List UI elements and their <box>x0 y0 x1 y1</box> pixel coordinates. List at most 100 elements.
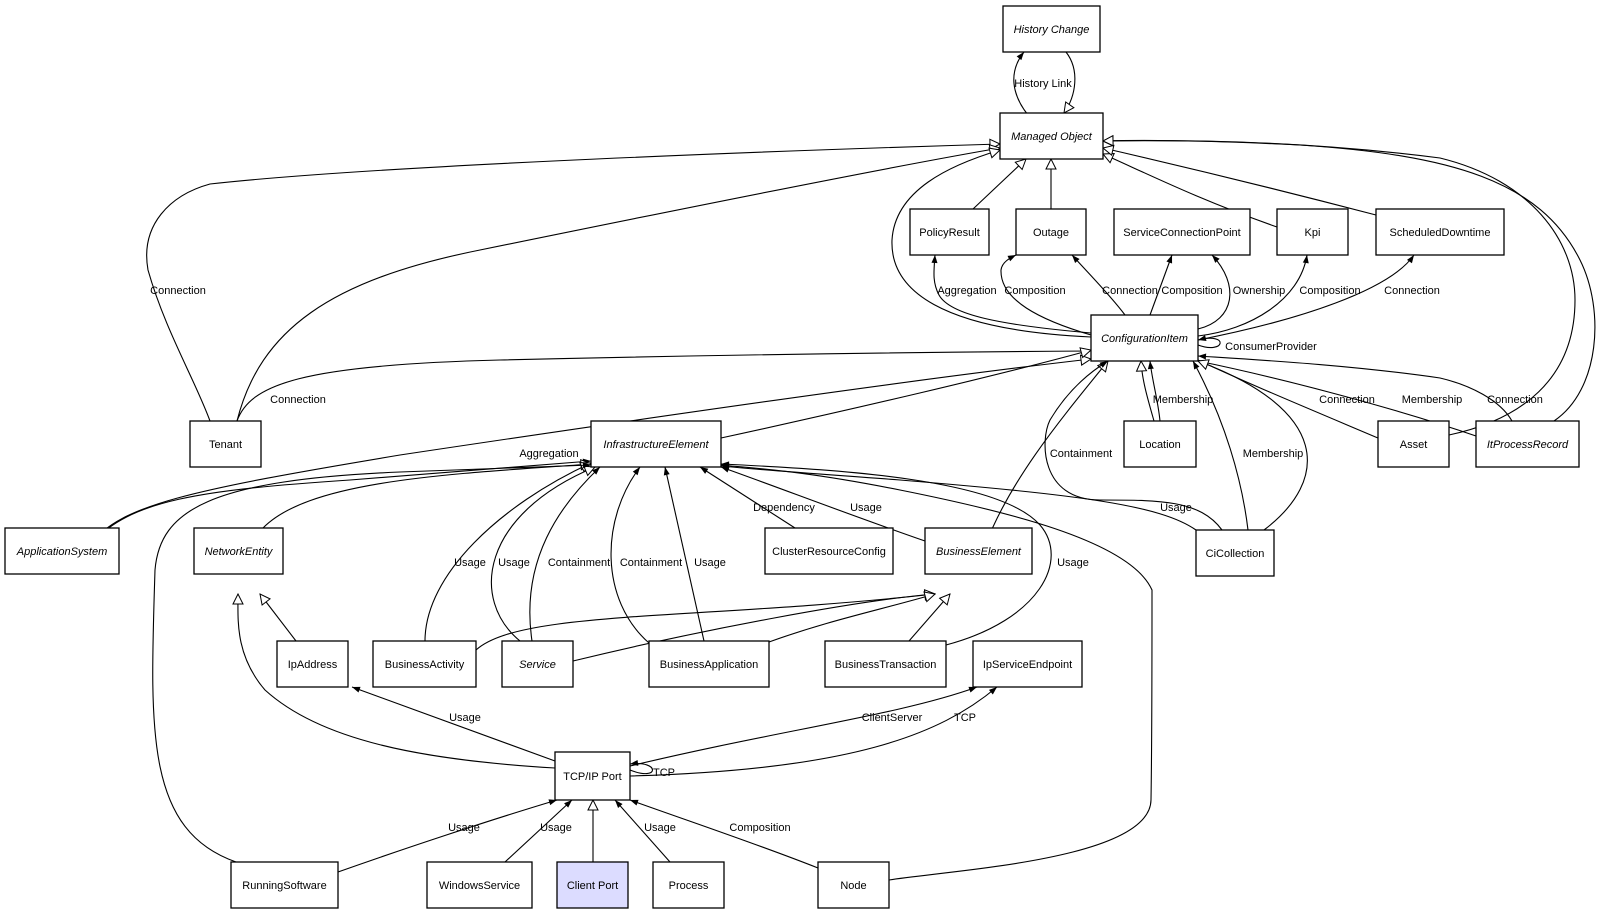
inheritance-arrow <box>891 150 1092 338</box>
class-box <box>924 527 1033 575</box>
class-node-tcp-ip-port[interactable]: TCP/IP Port <box>554 751 631 801</box>
class-node-service[interactable]: Service <box>501 640 574 688</box>
association-arrow <box>699 466 796 529</box>
inheritance-arrow <box>1103 140 1596 422</box>
association-arrow <box>1147 360 1161 422</box>
inheritance-arrow <box>972 159 1026 210</box>
class-box <box>764 527 894 575</box>
edge-tcp-ip-usage: Usage <box>351 686 556 762</box>
class-box <box>909 208 990 256</box>
edge-ba-usage: Usage <box>424 463 591 642</box>
class-node-application-system[interactable]: ApplicationSystem <box>4 527 120 575</box>
class-box <box>1113 208 1251 256</box>
class-node-asset[interactable]: Asset <box>1377 420 1450 468</box>
class-box <box>1090 314 1199 362</box>
class-node-policy-result[interactable]: PolicyResult <box>909 208 990 256</box>
class-node-windows-service[interactable]: WindowsService <box>426 861 533 909</box>
class-node-running-software[interactable]: RunningSoftware <box>230 861 339 909</box>
class-node-history-change[interactable]: History Change <box>1002 5 1101 53</box>
edge-bapp-containment: Containment <box>610 466 682 644</box>
association-arrow <box>236 348 1092 422</box>
association-arrow <box>720 463 1197 531</box>
class-node-network-entity[interactable]: NetworkEntity <box>193 527 284 575</box>
edge-label: Containment <box>1050 448 1112 460</box>
edge-label: Usage <box>850 502 882 514</box>
association-arrow <box>351 686 556 762</box>
edge-bt-to-be <box>908 594 950 642</box>
class-node-tenant[interactable]: Tenant <box>189 420 262 468</box>
class-node-node[interactable]: Node <box>817 861 890 909</box>
class-label: InfrastructureElement <box>603 439 709 451</box>
association-arrow <box>931 254 1092 334</box>
edge-ci-outage-connection: Connection <box>1071 254 1158 316</box>
association-arrow <box>1197 254 1309 337</box>
class-node-business-element[interactable]: BusinessElement <box>924 527 1033 575</box>
class-box <box>193 527 284 575</box>
association-arrow <box>1013 51 1029 116</box>
class-box <box>556 861 629 909</box>
inheritance-arrow <box>1064 51 1076 113</box>
edge-label: ClientServer <box>862 712 923 724</box>
association-arrow <box>720 461 1052 646</box>
inheritance-arrow <box>1103 148 1377 216</box>
class-node-business-application[interactable]: BusinessApplication <box>648 640 770 688</box>
edge-label: Connection <box>1102 285 1158 297</box>
class-node-business-activity[interactable]: BusinessActivity <box>372 640 477 688</box>
edge-label: Containment <box>620 557 682 569</box>
edge-ci-scp-composition: Composition <box>1149 254 1223 316</box>
edge-label: Connection <box>1384 285 1440 297</box>
class-node-ip-service-endpoint[interactable]: IpServiceEndpoint <box>972 640 1083 688</box>
class-node-ip-address[interactable]: IpAddress <box>276 640 349 688</box>
class-node-business-transaction[interactable]: BusinessTransaction <box>824 640 947 688</box>
edge-ci-sched-connection: Connection <box>1197 254 1440 341</box>
edge-label: Usage <box>1160 502 1192 514</box>
class-node-client-port[interactable]: Client Port <box>556 861 629 909</box>
class-box <box>817 861 890 909</box>
class-node-outage[interactable]: Outage <box>1015 208 1087 256</box>
edge-bt-usage: Usage <box>720 461 1089 646</box>
class-box <box>999 112 1104 160</box>
association-arrow <box>1149 254 1173 316</box>
edge-ci-kpi-composition: Composition <box>1197 254 1361 337</box>
class-node-cluster-resource-config[interactable]: ClusterResourceConfig <box>764 527 894 575</box>
class-node-it-process-record[interactable]: ItProcessRecord <box>1475 420 1580 468</box>
class-label: BusinessActivity <box>385 659 465 671</box>
association-arrow <box>663 466 705 642</box>
edge-label: Usage <box>498 557 530 569</box>
class-box <box>501 640 574 688</box>
inheritance-arrow <box>90 359 1091 545</box>
class-node-infrastructure-element[interactable]: InfrastructureElement <box>590 420 722 468</box>
class-node-scheduled-downtime[interactable]: ScheduledDowntime <box>1375 208 1505 256</box>
edge-tenant-ci-connection: Connection <box>236 348 1092 422</box>
edge-label: TCP <box>653 767 675 779</box>
class-label: ApplicationSystem <box>16 546 108 558</box>
edge-label: Usage <box>448 822 480 834</box>
association-arrow <box>152 462 592 863</box>
edge-be-to-ci <box>984 361 1108 547</box>
association-arrow <box>504 799 573 863</box>
class-label: Service <box>519 659 556 671</box>
association-arrow <box>1197 254 1415 341</box>
class-node-configuration-item[interactable]: ConfigurationItem <box>1090 314 1199 362</box>
class-node-managed-object[interactable]: Managed Object <box>999 112 1104 160</box>
edge-label: Composition <box>729 822 790 834</box>
edge-appsys-aggregation: Aggregation <box>90 448 592 545</box>
edge-label: Composition <box>1004 285 1065 297</box>
class-label: NetworkEntity <box>205 546 274 558</box>
class-node-ci-collection[interactable]: CiCollection <box>1195 529 1275 577</box>
edge-cicoll-usage: Usage <box>720 463 1197 531</box>
class-node-kpi[interactable]: Kpi <box>1276 208 1349 256</box>
edge-label: Usage <box>454 557 486 569</box>
class-box <box>824 640 947 688</box>
class-node-process[interactable]: Process <box>652 861 725 909</box>
edge-proc-usage: Usage <box>614 799 676 863</box>
edge-be-usage: Usage <box>720 466 926 542</box>
class-label: Node <box>840 880 866 892</box>
edge-rs-to-ie <box>152 462 592 863</box>
class-node-location[interactable]: Location <box>1123 420 1197 468</box>
inheritance-arrow <box>146 144 1000 422</box>
edge-itpr-to-mo <box>1103 140 1596 422</box>
edge-svc-containment: Containment <box>529 466 610 642</box>
class-node-service-connection-point[interactable]: ServiceConnectionPoint <box>1113 208 1251 256</box>
